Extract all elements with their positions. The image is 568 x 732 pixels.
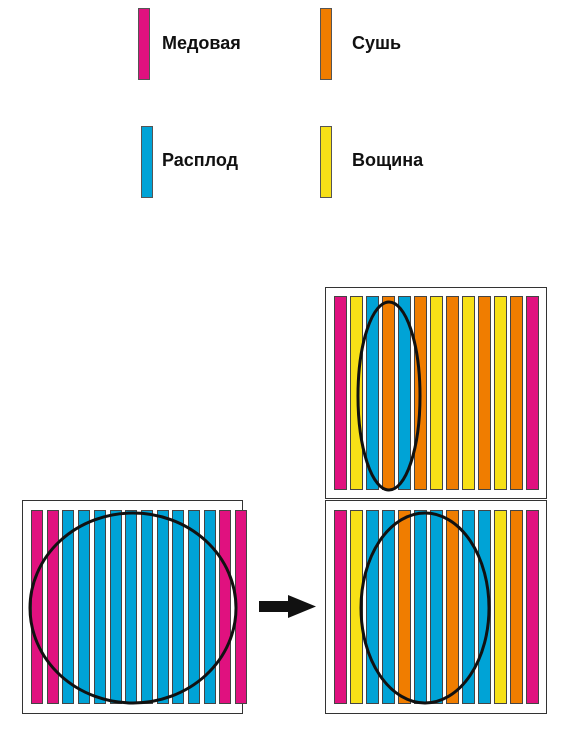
frame-wax-bottom-2 bbox=[350, 510, 363, 704]
frame-brood-bottom-3 bbox=[366, 510, 379, 704]
frame-honey-before-13 bbox=[219, 510, 232, 704]
frame-brood-before-5 bbox=[93, 510, 106, 704]
frame-honey-bottom-13 bbox=[526, 510, 539, 704]
frame-wax-bottom-11 bbox=[494, 510, 507, 704]
frame-brood-before-6 bbox=[109, 510, 122, 704]
frame-brood-before-12 bbox=[203, 510, 216, 704]
legend-swatch-wax bbox=[320, 126, 332, 198]
frame-dry-bottom-5 bbox=[398, 510, 411, 704]
frame-wax-top-9 bbox=[462, 296, 475, 490]
legend-label-honey: Медовая bbox=[162, 33, 241, 53]
legend-label-dry: Сушь bbox=[352, 33, 402, 53]
frame-brood-bottom-4 bbox=[382, 510, 395, 704]
frame-brood-before-9 bbox=[156, 510, 169, 704]
frame-wax-top-7 bbox=[430, 296, 443, 490]
frame-brood-before-3 bbox=[62, 510, 75, 704]
frame-dry-top-10 bbox=[478, 296, 491, 490]
frame-honey-bottom-1 bbox=[334, 510, 347, 704]
frame-dry-top-4 bbox=[382, 296, 395, 490]
frame-brood-bottom-10 bbox=[478, 510, 491, 704]
frame-brood-before-10 bbox=[172, 510, 185, 704]
frame-dry-bottom-12 bbox=[510, 510, 523, 704]
legend-swatch-dry bbox=[320, 8, 332, 80]
frame-honey-top-13 bbox=[526, 296, 539, 490]
frame-brood-bottom-6 bbox=[414, 510, 427, 704]
frame-brood-top-5 bbox=[398, 296, 411, 490]
frame-brood-bottom-9 bbox=[462, 510, 475, 704]
frame-wax-top-2 bbox=[350, 296, 363, 490]
arrow-right-icon bbox=[259, 595, 316, 618]
frame-brood-before-8 bbox=[140, 510, 153, 704]
legend-swatch-honey bbox=[138, 8, 150, 80]
frame-brood-before-4 bbox=[78, 510, 91, 704]
frame-dry-top-6 bbox=[414, 296, 427, 490]
frame-honey-before-1 bbox=[31, 510, 43, 704]
frame-honey-before-14 bbox=[235, 510, 248, 704]
frame-wax-top-11 bbox=[494, 296, 507, 490]
frame-dry-bottom-8 bbox=[446, 510, 459, 704]
hive-after-top-box bbox=[325, 287, 547, 499]
hive-before bbox=[22, 500, 248, 714]
legend-swatch-brood bbox=[141, 126, 153, 198]
frame-brood-top-3 bbox=[366, 296, 379, 490]
frame-dry-top-12 bbox=[510, 296, 523, 490]
legend-label-wax: Вощина bbox=[352, 150, 424, 170]
frame-honey-top-1 bbox=[334, 296, 347, 490]
hive-after-bottom-box bbox=[325, 500, 547, 714]
frame-brood-before-11 bbox=[188, 510, 200, 704]
legend-label-brood: Расплод bbox=[162, 150, 239, 170]
frame-brood-bottom-7 bbox=[430, 510, 443, 704]
frame-brood-before-7 bbox=[125, 510, 138, 704]
frame-dry-top-8 bbox=[446, 296, 459, 490]
frame-honey-before-2 bbox=[46, 510, 59, 704]
